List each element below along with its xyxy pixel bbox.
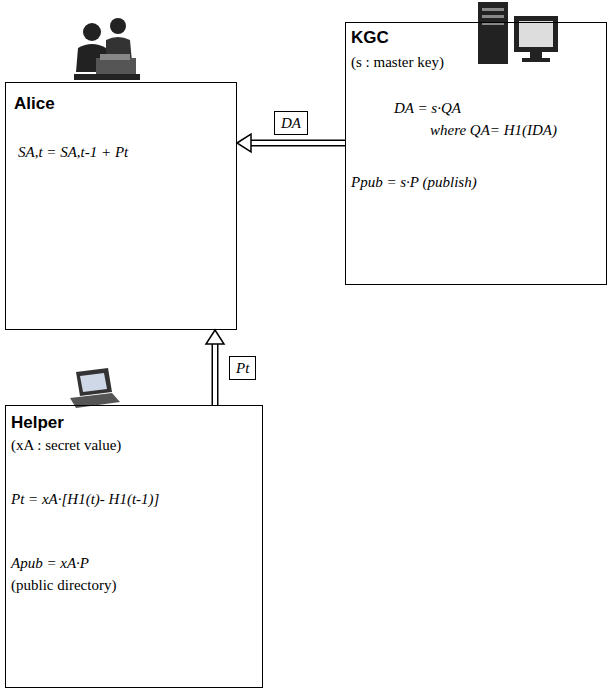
arrow-connector [237,134,345,152]
box-text: DA = s·QA [394,99,461,117]
box-title: KGC [351,29,389,47]
box-text: Apub = xA·P [11,554,89,572]
box-text: (s : master key) [351,53,444,71]
user-icon [74,18,140,80]
box-text: Ppub = s·P (publish) [351,173,477,191]
box-text: SA,t = SA,t-1 + Pt [18,143,128,161]
box-title: Helper [11,414,64,432]
box-text: (xA : secret value) [11,436,121,454]
server-box: KGC (s : master key) DA = s·QA where QA= H1… [345,22,607,285]
edge-label: Pt [229,356,256,380]
box-title: Alice [14,95,55,113]
box-text: Pt = xA·[H1(t)- H1(t-1)] [11,490,159,508]
box-text: where QA= H1(IDA) [430,121,557,139]
arrow-connector [206,330,224,405]
laptop-icon [70,368,120,408]
edge-label: DA [274,111,308,135]
party-box: AliceSA,t = SA,t-1 + Pt [5,82,237,330]
box-text: (public directory) [11,576,116,594]
helper-box: Helper (xA : secret value) Pt = xA·[H1(t)-… [5,405,263,688]
server-icon [478,2,558,64]
